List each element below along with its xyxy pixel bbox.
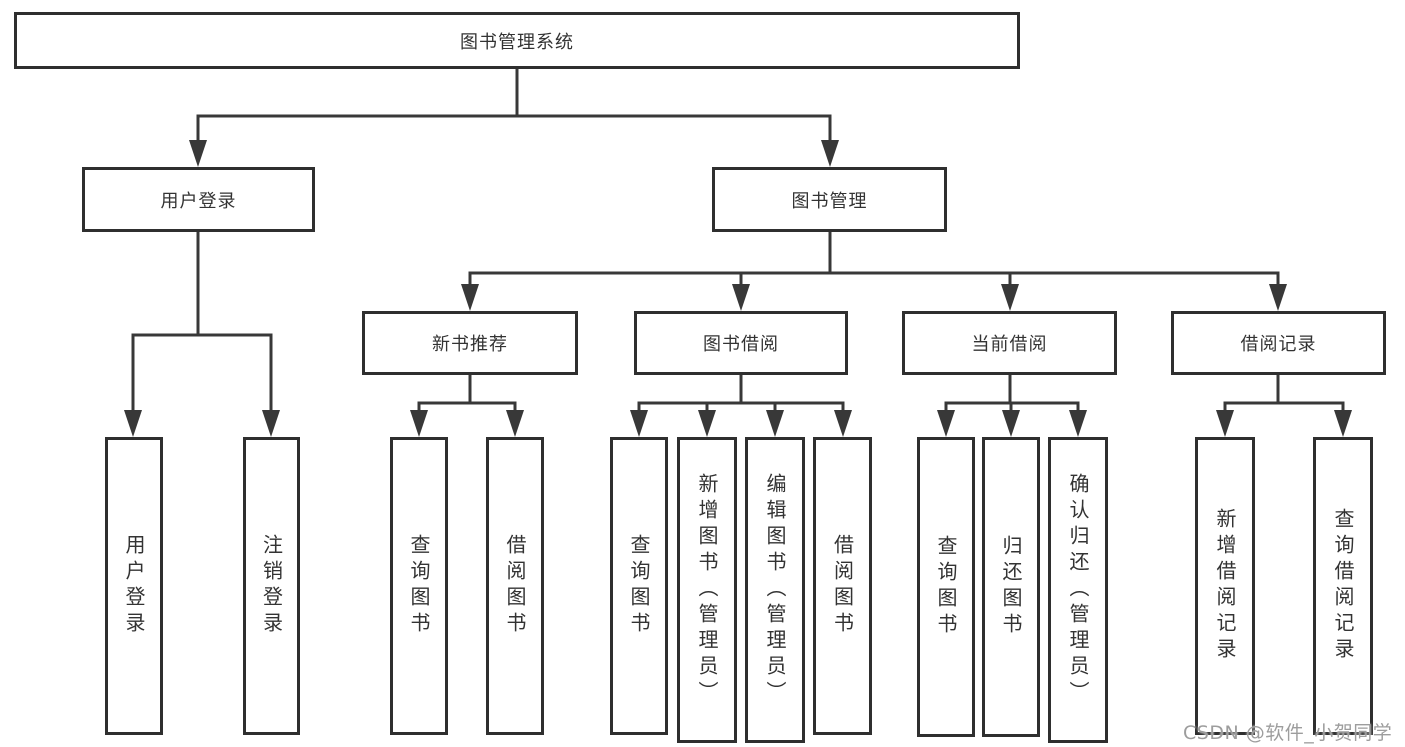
node-leaf-borrow-books-recommend: 借阅图书 xyxy=(486,437,544,735)
arrowhead-icon xyxy=(189,140,207,167)
arrowhead-icon xyxy=(124,410,142,437)
arrowhead-icon xyxy=(410,410,428,437)
node-leaf-query-books-borrowing: 查询图书 xyxy=(610,437,668,735)
node-leaf-confirm-return-admin: 确认归还（管理员） xyxy=(1048,437,1108,743)
node-leaf-query-books-current: 查询图书 xyxy=(917,437,975,737)
node-current-borrowing: 当前借阅 xyxy=(902,311,1117,375)
node-new-book-recommend: 新书推荐 xyxy=(362,311,578,375)
arrowhead-icon xyxy=(1069,410,1087,437)
node-leaf-user-login: 用户登录 xyxy=(105,437,163,735)
node-leaf-add-books-admin: 新增图书（管理员） xyxy=(677,437,737,743)
arrowhead-icon xyxy=(732,284,750,311)
node-borrowing-records: 借阅记录 xyxy=(1171,311,1386,375)
arrowhead-icon xyxy=(937,410,955,437)
node-leaf-add-borrow-record: 新增借阅记录 xyxy=(1195,437,1255,735)
arrowhead-icon xyxy=(821,140,839,167)
arrowhead-icon xyxy=(461,284,479,311)
arrowhead-icon xyxy=(1334,410,1352,437)
arrowhead-icon xyxy=(262,410,280,437)
arrowhead-icon xyxy=(630,410,648,437)
arrowhead-icon xyxy=(1002,410,1020,437)
arrowhead-icon xyxy=(1269,284,1287,311)
node-book-management: 图书管理 xyxy=(712,167,947,232)
arrowhead-icon xyxy=(1216,410,1234,437)
arrowhead-icon xyxy=(1001,284,1019,311)
node-leaf-logout: 注销登录 xyxy=(243,437,300,735)
node-leaf-edit-books-admin: 编辑图书（管理员） xyxy=(745,437,805,743)
arrowhead-icon xyxy=(766,410,784,437)
arrowhead-icon xyxy=(506,410,524,437)
node-leaf-query-borrow-record: 查询借阅记录 xyxy=(1313,437,1373,735)
node-root: 图书管理系统 xyxy=(14,12,1020,69)
node-book-borrowing: 图书借阅 xyxy=(634,311,848,375)
node-leaf-return-books: 归还图书 xyxy=(982,437,1040,737)
arrowhead-icon xyxy=(834,410,852,437)
watermark: CSDN @软件_小贺同学 xyxy=(1183,722,1393,744)
node-user-login: 用户登录 xyxy=(82,167,315,232)
node-leaf-query-books-recommend: 查询图书 xyxy=(390,437,448,735)
arrowhead-icon xyxy=(698,410,716,437)
node-leaf-borrow-books: 借阅图书 xyxy=(813,437,872,735)
